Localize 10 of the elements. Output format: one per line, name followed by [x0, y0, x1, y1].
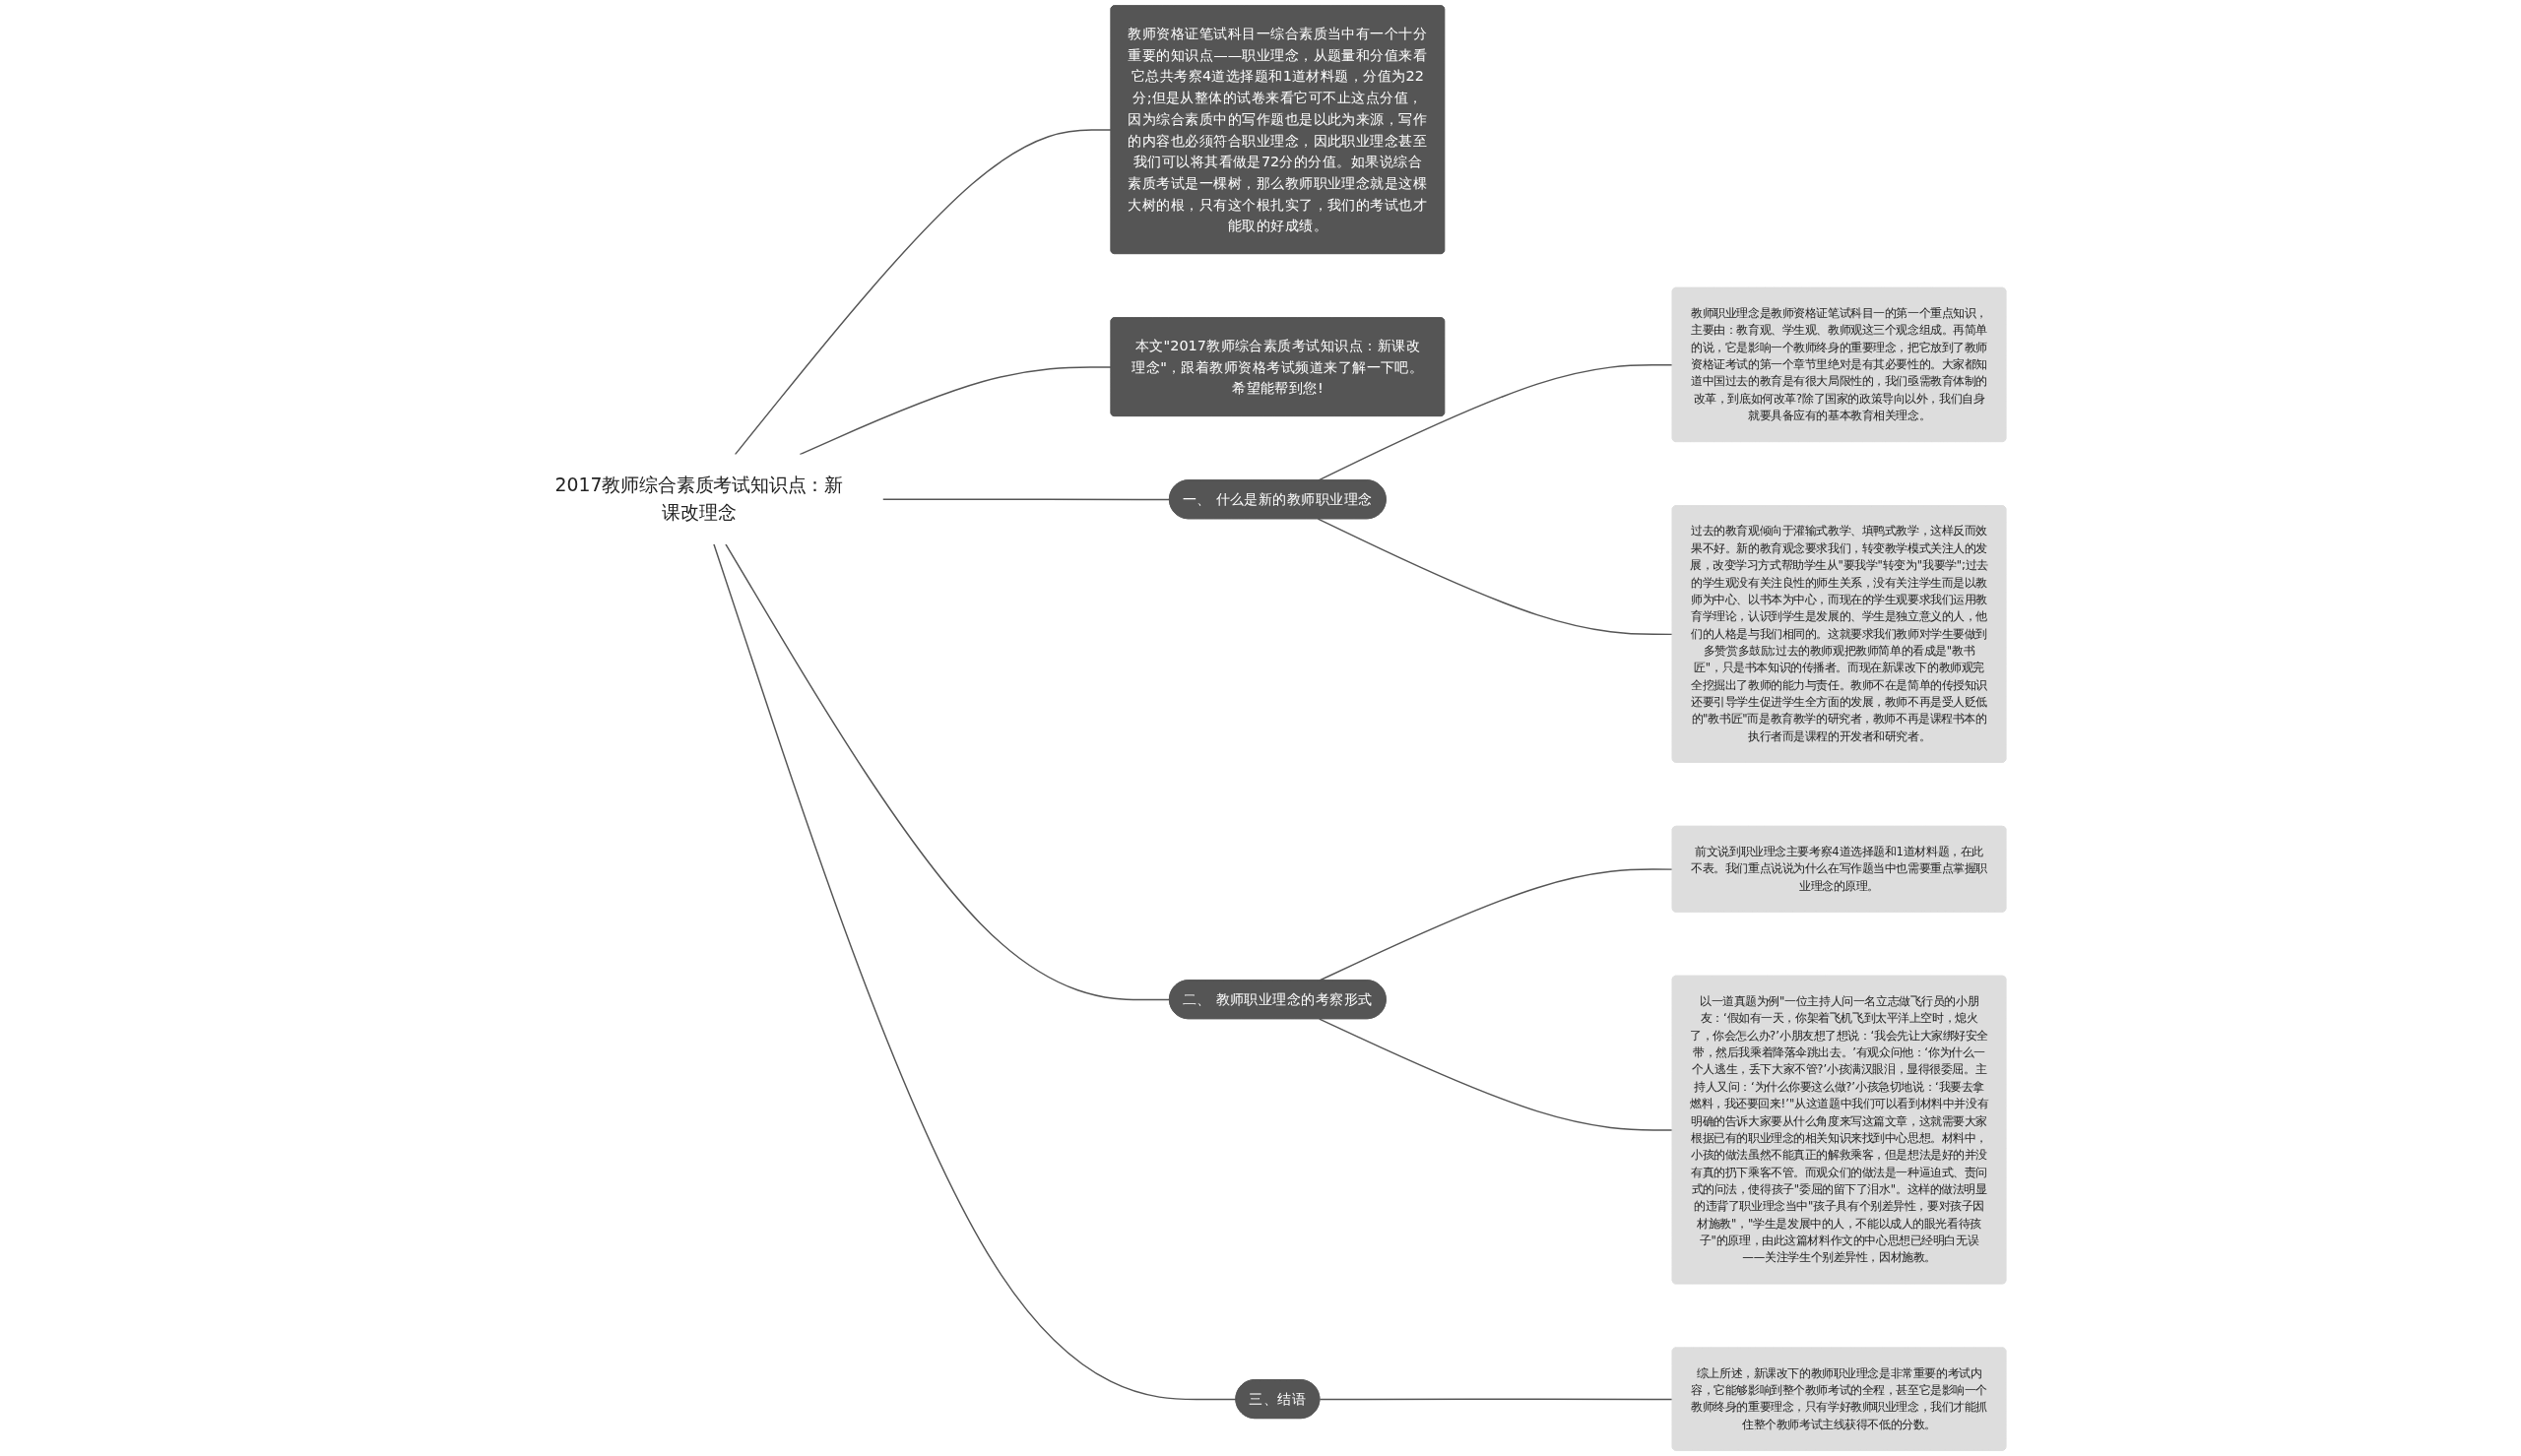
connector: [1319, 1018, 1674, 1131]
node-text: 2017教师综合素质考试知识点：新课改理念: [554, 474, 844, 524]
connector: [1319, 868, 1674, 981]
connector: [1317, 518, 1674, 636]
connector: [725, 543, 1171, 1001]
connector: [799, 366, 1113, 456]
connector: [1319, 1398, 1674, 1401]
connector: [713, 543, 1237, 1401]
connector: [734, 129, 1113, 456]
connector: [881, 498, 1171, 501]
